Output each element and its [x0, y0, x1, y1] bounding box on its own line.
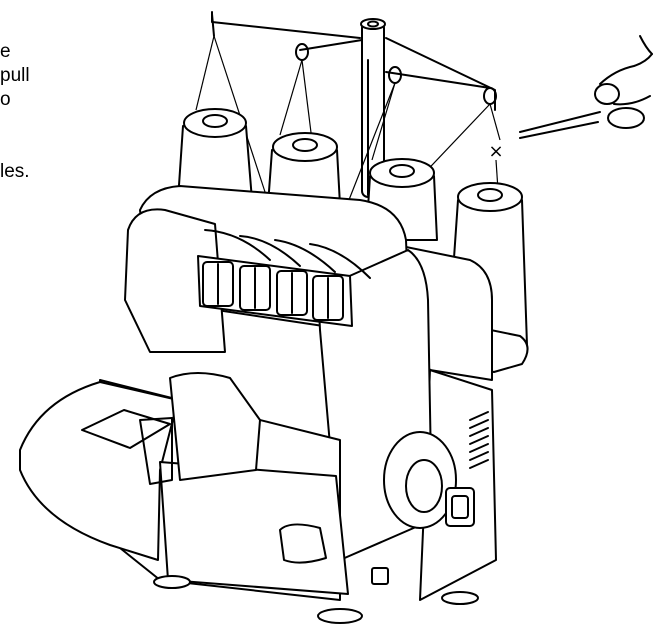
machine-body: [19, 185, 497, 624]
tension-dials: [197, 255, 353, 327]
cut-mark: ×: [488, 141, 503, 162]
scissors: [519, 35, 653, 139]
caption-line-4: les.: [0, 161, 30, 182]
caption-line-2: pull: [0, 65, 30, 86]
thread-cone-1: [177, 108, 253, 201]
thread-stand: [211, 11, 497, 198]
vent-grille: [469, 411, 489, 469]
caption-line-3: o: [0, 89, 11, 110]
thread-cone-2: [267, 132, 341, 206]
caption-line-1: e: [0, 41, 11, 62]
